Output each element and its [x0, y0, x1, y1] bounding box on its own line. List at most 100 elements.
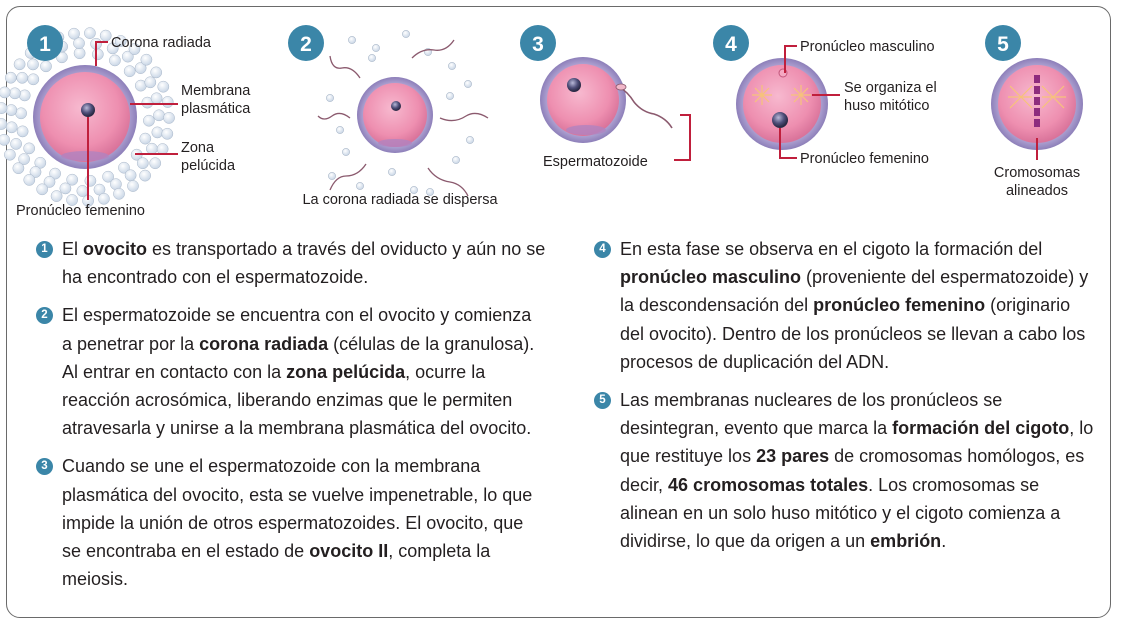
granulosa-cell	[98, 192, 110, 205]
granulosa-cell	[114, 35, 127, 47]
label-corona-dispersa: La corona radiada se dispersa	[302, 192, 498, 208]
sperm-cells-step2	[317, 39, 489, 197]
dispersed-granulosa-cell	[342, 148, 350, 156]
granulosa-cell	[0, 102, 8, 114]
label-plasmatica: plasmática	[181, 101, 251, 117]
granulosa-cell	[163, 112, 175, 124]
label-se-organiza: Se organiza el	[844, 80, 937, 96]
granulosa-cell	[84, 174, 97, 187]
step-3: 3 Espermatozoide	[520, 25, 691, 170]
granulosa-cell	[40, 60, 52, 73]
granulosa-cell	[153, 109, 165, 122]
granulosa-cell	[146, 142, 158, 155]
granulosa-cell	[27, 73, 40, 86]
granulosa-cell	[151, 126, 164, 139]
sperm-head	[615, 83, 627, 91]
label-membrana: Membrana	[181, 83, 251, 99]
granulosa-cell	[0, 118, 8, 130]
zygote-4	[743, 65, 821, 143]
oocyte-cytoplasm	[40, 72, 130, 162]
mitotic-spindle-5	[1008, 85, 1066, 109]
bullet-5: 5	[594, 392, 611, 410]
bullet-3: 3	[36, 458, 53, 476]
granulosa-cell	[50, 190, 63, 202]
granulosa-cell	[66, 194, 78, 206]
step-5: 5 Cromosomas alineados	[985, 25, 1083, 199]
dispersed-granulosa-cell	[426, 188, 434, 196]
dispersed-granulosa-cell	[356, 182, 364, 190]
leader-female	[779, 128, 797, 159]
female-pronucleus-4	[772, 112, 788, 128]
p5-text-4: . Los cromosomas se alinean en un solo h…	[620, 474, 1061, 552]
p1-text-2: es transportado a través del oviducto y …	[62, 239, 546, 288]
step-1-number: 1	[39, 33, 51, 56]
p4-bold-2: pronúcleo femenino	[813, 295, 986, 316]
granulosa-cell	[18, 89, 31, 102]
dispersed-granulosa-cell	[388, 168, 396, 176]
granulosa-cell	[66, 173, 79, 186]
granulosa-cell	[118, 161, 130, 174]
granulosa-cell	[73, 47, 86, 60]
label-alineados: alineados	[1006, 183, 1068, 199]
granulosa-cell	[127, 180, 139, 192]
granulosa-cell	[91, 48, 104, 61]
step-1-badge	[27, 25, 63, 61]
granulosa-cell	[150, 66, 163, 79]
step-4-badge	[713, 25, 749, 61]
p5-text-5: .	[941, 531, 947, 552]
granulosa-cell	[99, 29, 112, 42]
dispersed-granulosa-cell	[372, 44, 380, 52]
granulosa-cell	[13, 58, 26, 71]
paragraph-1: 1 El ovocito es transportado a través de…	[36, 235, 546, 291]
bullet-2: 2	[36, 307, 53, 325]
granulosa-cell	[16, 71, 29, 84]
label-pronucleo-femenino-4: Pronúcleo femenino	[800, 151, 929, 167]
p2-bold-1: corona radiada	[199, 333, 329, 354]
leader-sperm	[674, 114, 691, 161]
label-pronucleo-femenino-1: Pronúcleo femenino	[16, 203, 145, 219]
granulosa-cell	[29, 166, 42, 178]
granulosa-cell	[43, 176, 56, 188]
granulosa-cell	[161, 96, 174, 108]
oocyte-2	[363, 83, 427, 147]
granulosa-cell	[157, 80, 170, 93]
granulosa-cell	[136, 157, 149, 170]
granulosa-cell	[59, 182, 72, 195]
p5-bold-3: 46 cromosomas totales	[668, 474, 869, 495]
granulosa-cell	[9, 87, 21, 100]
leader-male	[784, 45, 797, 73]
granulosa-cell	[12, 162, 25, 175]
dispersed-granulosa-cell	[326, 94, 334, 102]
granulosa-cell	[102, 170, 114, 183]
granulosa-cell	[5, 121, 18, 134]
p4-text-3: (originario del ovocito). Dentro de los …	[620, 295, 1086, 372]
dispersed-granulosa-cell	[410, 186, 418, 194]
female-pronucleus-1	[81, 103, 95, 117]
granulosa-cell	[106, 42, 119, 55]
step-4-number: 4	[725, 33, 737, 56]
dispersed-granulosa-cell	[328, 172, 336, 180]
p5-bold-1: formación del cigoto	[892, 418, 1070, 439]
aligned-chromosomes	[1034, 75, 1040, 127]
granulosa-cell	[23, 174, 36, 186]
granulosa-cell	[16, 125, 29, 138]
granulosa-cell	[34, 156, 47, 169]
p1-bold-1: ovocito	[83, 239, 148, 259]
p5-text-1: Las membranas nucleares de los pronúcleo…	[620, 390, 1003, 439]
p5-text-3: de cromosomas homólogos, es decir,	[620, 446, 1085, 495]
step-2-number: 2	[300, 33, 312, 56]
granulosa-cell	[23, 142, 36, 155]
granulosa-cell	[4, 148, 16, 161]
granulosa-cell	[113, 187, 125, 200]
granulosa-cell	[84, 27, 96, 39]
p3-text-1: Cuando se une el espermatozoide con la m…	[62, 456, 533, 562]
granulosa-cell	[5, 104, 18, 116]
p4-text-2: (proveniente del espermatozoide) y la de…	[620, 267, 1089, 316]
dispersed-granulosa-cells	[326, 30, 474, 196]
text-column-right: 4 En esta fase se observa en el cigoto l…	[594, 235, 1094, 565]
granulosa-cell	[150, 92, 163, 105]
granulosa-cell	[27, 58, 39, 71]
granulosa-cell	[139, 132, 152, 145]
p1-text-1: El	[62, 239, 84, 259]
dispersed-granulosa-cell	[446, 92, 454, 100]
